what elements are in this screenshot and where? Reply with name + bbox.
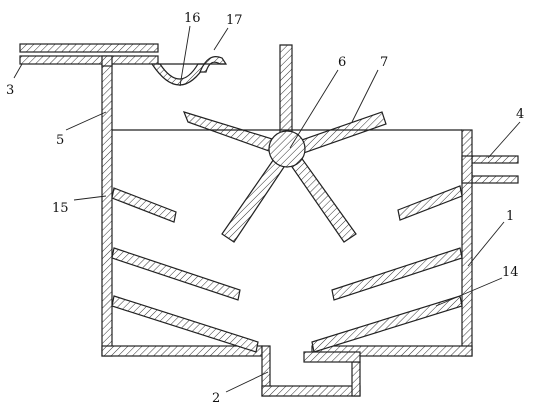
outlet-right-wall <box>351 361 361 397</box>
label-15: 15 <box>52 201 69 216</box>
side-pipe-wall <box>461 155 473 184</box>
side-pipe-bottom <box>471 175 519 184</box>
leader-7 <box>351 69 379 123</box>
baffle-low-right <box>311 295 463 353</box>
baffle-mid-left <box>111 247 241 301</box>
leader-2 <box>225 371 269 393</box>
label-4: 4 <box>516 107 524 122</box>
baffle-mid-right <box>331 247 463 301</box>
leader-16 <box>179 25 191 87</box>
label-16: 16 <box>184 11 201 26</box>
label-1: 1 <box>506 209 514 224</box>
stirrer <box>182 44 387 243</box>
label-6: 6 <box>338 55 346 70</box>
blade-lower-right <box>289 155 357 243</box>
blade-lower-left <box>221 155 287 243</box>
inlet-pipe-bottom <box>19 55 159 65</box>
baffle-upper-left <box>111 187 177 223</box>
leader-17 <box>213 27 229 51</box>
leader-3 <box>13 63 23 79</box>
leader-4 <box>487 121 521 159</box>
label-17: 17 <box>226 13 243 28</box>
outlet-bottom <box>261 385 361 397</box>
label-3: 3 <box>6 83 14 98</box>
stirrer-hub <box>268 130 306 168</box>
baffle-upper-right <box>397 185 463 221</box>
leader-15 <box>73 195 107 201</box>
tank-left-wall <box>101 61 113 357</box>
baffle-low-left <box>111 295 259 353</box>
label-5: 5 <box>56 133 64 148</box>
leader-6 <box>289 69 339 149</box>
tank-bottom-right <box>311 345 473 357</box>
tank-bottom-left <box>101 345 263 357</box>
side-pipe-top <box>471 155 519 164</box>
leader-5 <box>65 111 107 131</box>
inlet-pipe-top <box>19 43 159 53</box>
label-14: 14 <box>502 265 519 280</box>
blade-up <box>279 44 293 136</box>
inlet-elbow <box>101 55 113 67</box>
label-7: 7 <box>380 55 388 70</box>
leader-14 <box>435 277 503 307</box>
outlet-lip <box>303 351 361 363</box>
leader-1 <box>467 221 505 267</box>
blade-right <box>295 111 387 156</box>
label-2: 2 <box>212 391 220 406</box>
chute-trough <box>150 63 208 86</box>
blade-left <box>182 111 283 156</box>
